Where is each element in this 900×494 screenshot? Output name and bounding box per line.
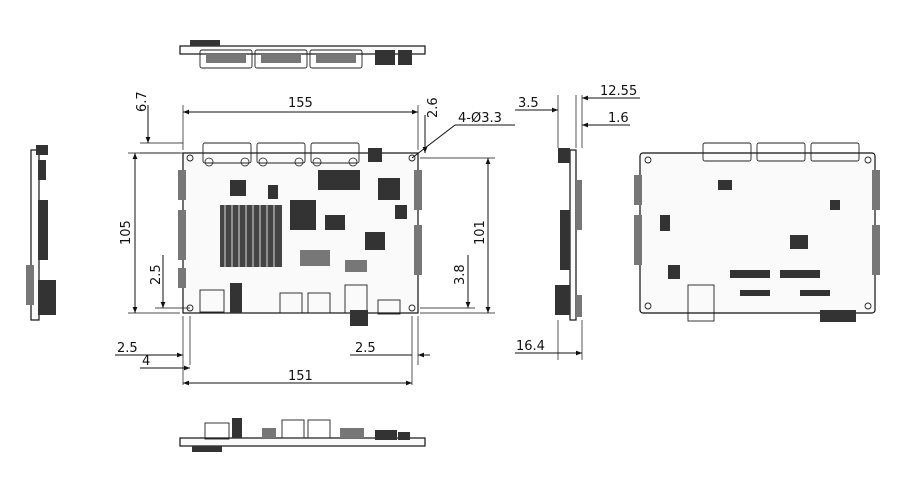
dimension-lines [115,105,515,386]
dim-bottom-width: 151 [288,369,313,384]
dim-top-offset: 6.7 [135,91,150,112]
bottom-edge-view [179,418,426,452]
top-edge-view [179,40,426,69]
dim-side-top: 3.5 [518,96,539,111]
dim-left-height: 105 [119,220,134,245]
dim-side-bottom: 16.4 [516,339,545,354]
dim-side-pcb: 1.6 [608,111,629,126]
dim-top-width: 155 [288,96,313,111]
dim-left-hole-offset: 2.5 [149,264,164,285]
dim-bottom-left-edge: 2.5 [117,341,138,356]
side-profile-view [515,95,640,360]
main-board-view [178,142,422,326]
left-side-view [26,145,56,321]
dim-hole-callout: 4-Ø3.3 [458,111,502,126]
dim-right-offset: 2.6 [426,97,441,118]
dim-bottom-left-hole: 4 [142,354,150,369]
dim-side-thickness: 12.55 [600,84,637,99]
dim-right-height: 101 [473,220,488,245]
dim-right-side-hole: 3.8 [453,264,468,285]
back-board-view [634,142,880,322]
dim-bottom-right-edge: 2.5 [355,341,376,356]
